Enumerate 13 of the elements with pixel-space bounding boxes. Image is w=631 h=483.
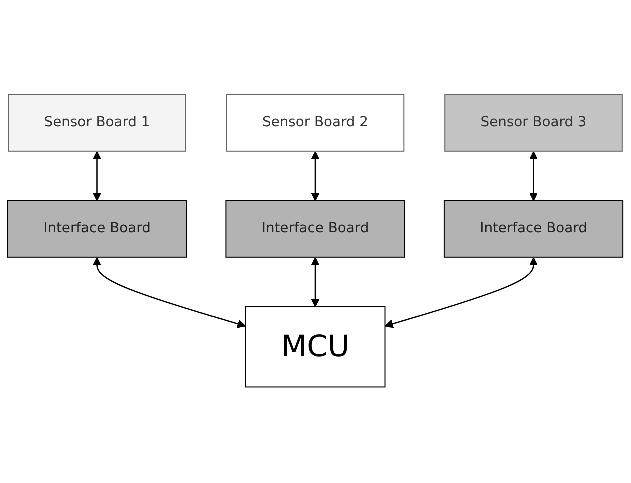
- node-box: MCU: [245, 306, 386, 388]
- arrow: [311, 258, 320, 308]
- arrow: [529, 152, 538, 202]
- arrow: [311, 152, 320, 202]
- node-box: Sensor Board 1: [8, 94, 186, 152]
- arrow: [384, 258, 538, 329]
- node-box: Interface Board: [226, 200, 406, 258]
- arrow: [92, 258, 246, 329]
- node-box: Sensor Board 2: [226, 94, 405, 152]
- node-box: Interface Board: [444, 200, 624, 258]
- arrow: [92, 152, 102, 202]
- node-box: Interface Board: [7, 200, 188, 258]
- node-box: Sensor Board 3: [444, 94, 623, 152]
